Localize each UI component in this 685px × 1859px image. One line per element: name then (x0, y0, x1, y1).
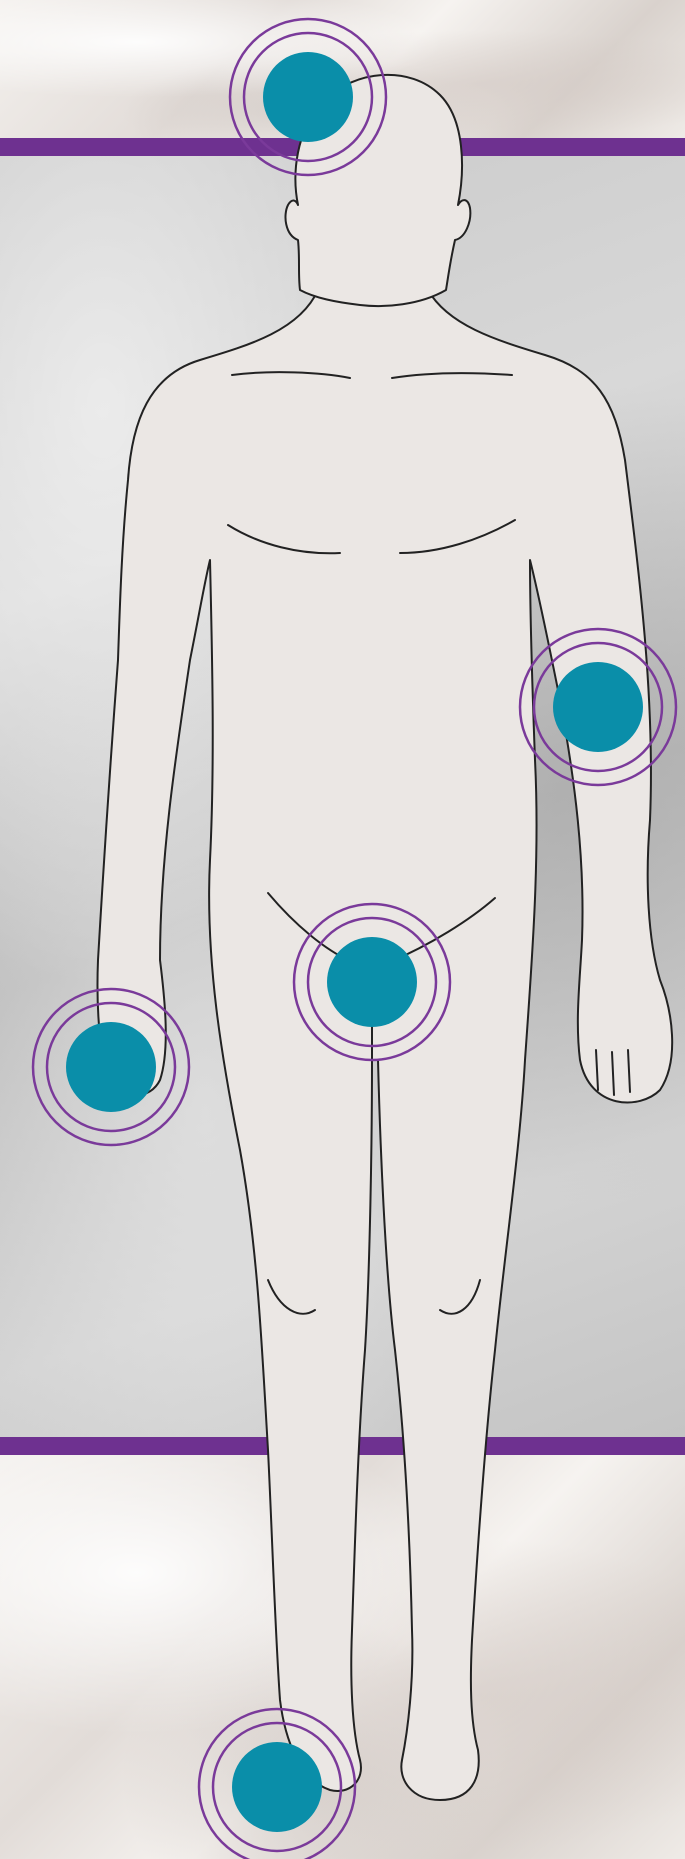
hotspot-right-elbow-dot (553, 662, 643, 752)
hotspot-foot-dot (232, 1742, 322, 1832)
hotspot-left-hand-dot (66, 1022, 156, 1112)
hotspot-groin-dot (327, 937, 417, 1027)
hotspot-head-dot (263, 52, 353, 142)
body-outline (98, 75, 673, 1800)
